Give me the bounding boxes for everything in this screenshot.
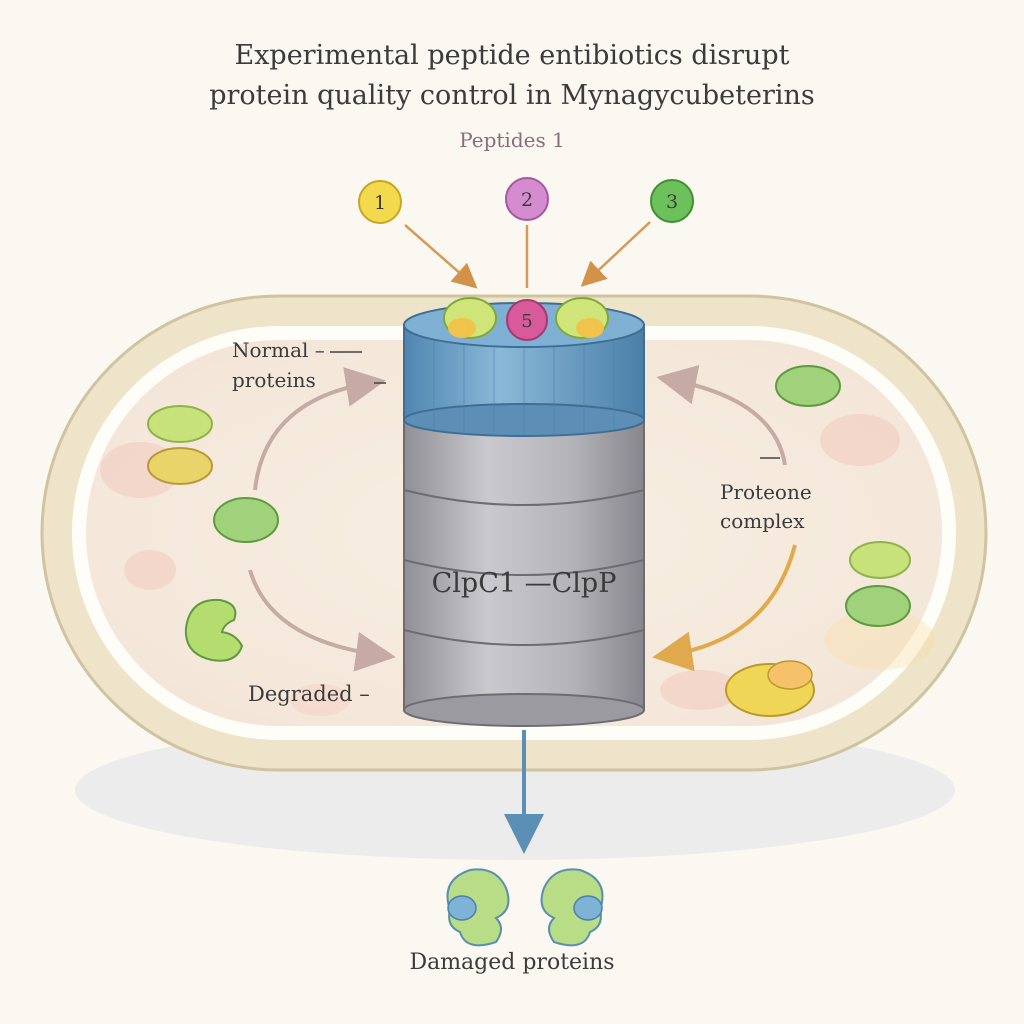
degraded-arrow (248, 569, 396, 672)
barrel-ring-3 (403, 629, 645, 646)
protein-blob (849, 541, 911, 579)
label-normal: Normal – (232, 338, 325, 362)
barrel-ring-1 (403, 489, 645, 506)
protein-blob (184, 598, 244, 662)
proteone-return-arrow (656, 364, 787, 466)
normal-proteins-arrow (253, 367, 386, 491)
barrel-body (403, 409, 645, 711)
complex-input-arrow (652, 544, 797, 672)
subtitle: Peptides 1 (459, 128, 565, 152)
barrel-bottom (403, 693, 645, 727)
cap-stripes (433, 340, 615, 436)
peptide-1-arrow (404, 224, 478, 289)
bound-peptide-bead: 5 (506, 299, 548, 341)
label-degraded: Degraded – (248, 682, 370, 706)
protein-blob (213, 497, 279, 543)
bound-peptide-cluster-right (555, 297, 609, 339)
protein-blob (775, 365, 841, 407)
protein-blob (147, 447, 213, 485)
protein-blobs (147, 365, 911, 717)
cytoplasm-blotches (100, 414, 935, 716)
bound-peptide-cluster-left (443, 297, 497, 339)
bound-peptide-label: 5 (521, 311, 532, 332)
protein-blob (845, 585, 911, 627)
peptide-1-bead: 1 (358, 180, 402, 224)
clpc1-clpp-complex (403, 302, 645, 727)
label-complex-name: ClpC1 —ClpP (431, 568, 617, 599)
peptide-2-label: 2 (521, 189, 533, 211)
label-proteins: proteins (232, 368, 316, 392)
peptide-3-label: 3 (666, 191, 678, 213)
peptide-2-bead: 2 (505, 177, 549, 221)
barrel-ring-2 (403, 559, 645, 576)
title-line-2: protein quality control in Mynagycubeter… (209, 80, 815, 111)
label-damaged-proteins: Damaged proteins (409, 950, 615, 975)
damaged-protein-pair (446, 868, 604, 947)
label-proteone: Proteone (720, 480, 812, 504)
title-line-1: Experimental peptide entibiotics disrupt (234, 40, 790, 71)
protein-blob (725, 660, 815, 717)
peptide-1-label: 1 (374, 192, 386, 214)
peptide-3-arrow (580, 221, 651, 287)
label-complex: complex (720, 509, 805, 533)
protein-blob (147, 405, 213, 443)
peptide-3-bead: 3 (650, 179, 694, 223)
